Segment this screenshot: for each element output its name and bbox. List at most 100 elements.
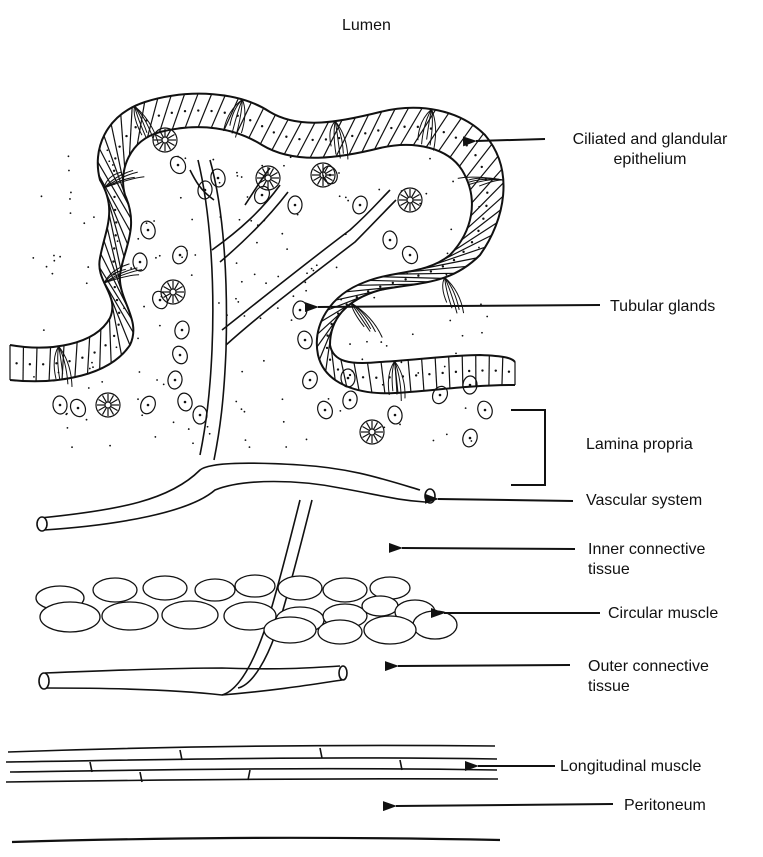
epithelial-cell-wall — [472, 169, 502, 202]
stipple-dot — [347, 200, 349, 202]
muscle-cell — [143, 576, 187, 600]
epithelial-cell-wall — [272, 120, 288, 150]
gland-nucleolus — [409, 254, 412, 257]
stipple-dot — [338, 172, 340, 174]
stipple-dot — [382, 384, 384, 386]
cell-nucleus-dot — [42, 363, 44, 365]
epithelial-cell-wall — [433, 247, 486, 265]
stipple-dot — [465, 407, 467, 409]
cell-nucleus-dot — [415, 374, 417, 376]
outer-ct-line2: tissue — [588, 677, 709, 697]
stipple-dot — [351, 370, 353, 372]
cell-nucleus-dot — [443, 131, 445, 133]
cell-nucleus-dot — [375, 377, 377, 379]
stipple-dot — [373, 297, 375, 299]
stipple-dot — [245, 439, 247, 441]
stipple-dot — [53, 255, 55, 257]
arrow-tubular-glands — [318, 305, 600, 307]
stipple-dot — [425, 193, 427, 195]
stipple-dot — [68, 170, 70, 172]
cell-nucleus-dot — [114, 157, 116, 159]
longitudinal-muscle-label: Longitudinal muscle — [560, 757, 701, 777]
stipple-dot — [446, 433, 448, 435]
stipple-dot — [207, 426, 209, 428]
stipple-dot — [108, 160, 110, 162]
stipple-dot — [254, 273, 256, 275]
cell-nucleus-dot — [329, 359, 331, 361]
stipple-dot — [109, 445, 111, 447]
cell-nucleus-dot — [115, 234, 117, 236]
stipple-dot — [241, 281, 243, 283]
gland-nucleolus — [177, 164, 180, 167]
stipple-dot — [69, 198, 71, 200]
gland-nucleolus — [179, 254, 182, 257]
stipple-dot — [130, 267, 132, 269]
stipple-dot — [153, 220, 155, 222]
muscle-cell — [195, 579, 235, 601]
muscle-cell — [364, 616, 416, 644]
stipple-dot — [143, 306, 145, 308]
epithelial-cell-wall — [129, 107, 132, 155]
epithelium-layer — [10, 94, 515, 394]
stipple-dot — [249, 446, 251, 448]
stipple-dot — [340, 299, 342, 301]
stipple-dot — [68, 155, 70, 157]
stipple-dot — [241, 176, 243, 178]
arrow-epithelium — [476, 139, 545, 141]
cell-nucleus-dot — [311, 139, 313, 141]
inner-ct-line1: Inner connective — [588, 540, 705, 560]
gland-nucleolus — [347, 377, 350, 380]
arrow-outer-connective-tissue — [398, 665, 570, 666]
stipple-dot — [263, 220, 265, 222]
cell-nucleus-dot — [462, 251, 464, 253]
stipple-dot — [470, 440, 472, 442]
stipple-dot — [86, 282, 88, 284]
stipple-dot — [91, 362, 93, 364]
muscle-cell — [413, 611, 457, 639]
gland-nucleolus — [147, 229, 150, 232]
stipple-dot — [236, 175, 238, 177]
stipple-dot — [401, 190, 403, 192]
gland-nucleolus — [147, 404, 150, 407]
muscle-cell — [235, 575, 275, 597]
stipple-dot — [462, 335, 464, 337]
stipple-dot — [241, 371, 243, 373]
stipple-dot — [244, 315, 246, 317]
cell-nucleus-dot — [325, 138, 327, 140]
cell-nucleus-dot — [403, 126, 405, 128]
lamina-propria-label: Lamina propria — [586, 435, 693, 455]
gland-nucleolus — [359, 204, 362, 207]
gland-nucleolus — [181, 329, 184, 332]
stipple-dot — [419, 203, 421, 205]
epithelial-cell-wall — [502, 357, 503, 385]
glandular-rosette — [256, 166, 280, 190]
epithelial-cell-wall — [224, 98, 238, 129]
stipple-dot — [478, 247, 480, 249]
peritoneum-line — [12, 838, 500, 842]
stipple-dot — [87, 266, 89, 268]
cell-nucleus-dot — [362, 376, 364, 378]
stipple-dot — [444, 366, 446, 368]
epithelial-cell-wall — [368, 363, 372, 393]
stipple-dot — [449, 320, 451, 322]
epithelial-cells — [10, 94, 515, 394]
glandular-rosette — [96, 393, 120, 417]
cell-nucleus-dot — [116, 299, 118, 301]
cell-nucleus-dot — [453, 259, 455, 261]
stipple-dot — [156, 379, 158, 381]
cell-nucleus-dot — [392, 282, 394, 284]
stipple-dot — [366, 341, 368, 343]
stipple-dot — [345, 233, 347, 235]
epithelial-cell-wall — [185, 94, 198, 128]
gland-nucleolus — [484, 409, 487, 412]
stipple-dot — [51, 273, 53, 275]
stipple-dot — [89, 368, 91, 370]
cell-nucleus-dot — [417, 275, 419, 277]
stipple-dot — [250, 220, 252, 222]
stipple-dot — [406, 273, 408, 275]
stipple-dot — [236, 262, 238, 264]
stipple-dot — [106, 149, 108, 151]
muscle-cell — [264, 617, 316, 643]
epithelial-cell-wall — [470, 156, 498, 190]
stipple-dot — [481, 332, 483, 334]
